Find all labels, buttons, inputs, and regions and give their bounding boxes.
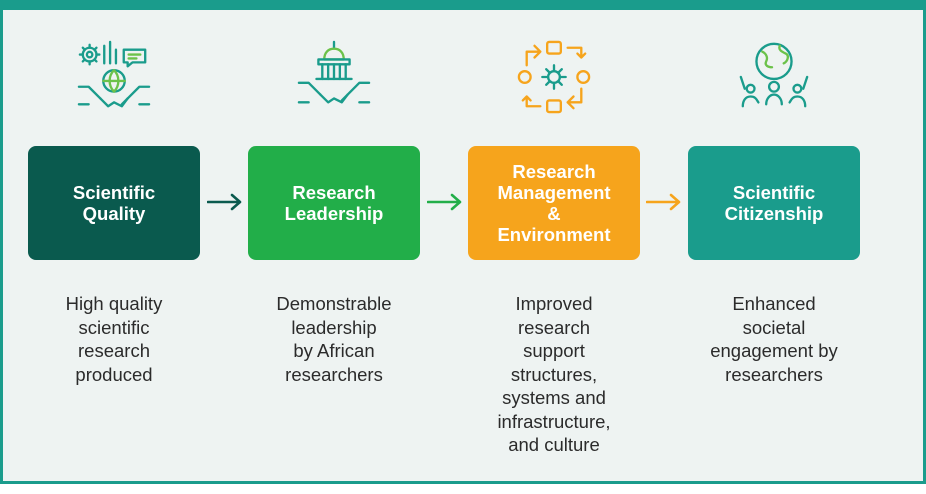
step-box: Research Management & Environment: [468, 146, 640, 260]
step-description: Improved research support structures, sy…: [497, 293, 611, 455]
step-box: Research Leadership: [248, 146, 420, 260]
step-scientific-quality: Scientific Quality High quality scientif…: [28, 10, 200, 494]
step-title: Research Leadership: [284, 182, 384, 224]
process-cycle-gear-icon: [517, 40, 591, 114]
step-research-management: Research Management & Environment Improv…: [468, 10, 640, 494]
step-box: Scientific Quality: [28, 146, 200, 260]
step-box: Scientific Citizenship: [688, 146, 860, 260]
step-title: Research Management & Environment: [497, 161, 611, 245]
step-scientific-citizenship: Scientific Citizenship Enhanced societal…: [688, 10, 860, 494]
step-description: Enhanced societal engagement by research…: [710, 293, 838, 385]
step-title: Scientific Quality: [72, 182, 156, 224]
step-title: Scientific Citizenship: [724, 182, 824, 224]
diagram-frame: Scientific Quality High quality scientif…: [0, 0, 926, 484]
handshake-capitol-icon: [297, 40, 371, 104]
globe-people-icon: [739, 42, 809, 108]
step-description: Demonstrable leadership by African resea…: [276, 293, 392, 385]
arrow-right-icon: [427, 193, 462, 211]
arrow-right-icon: [646, 193, 681, 211]
arrow-right-icon: [207, 193, 242, 211]
handshake-globe-chart-icon: [77, 40, 151, 108]
step-research-leadership: Research Leadership Demonstrable leaders…: [248, 10, 420, 494]
step-description: High quality scientific research produce…: [65, 293, 163, 385]
